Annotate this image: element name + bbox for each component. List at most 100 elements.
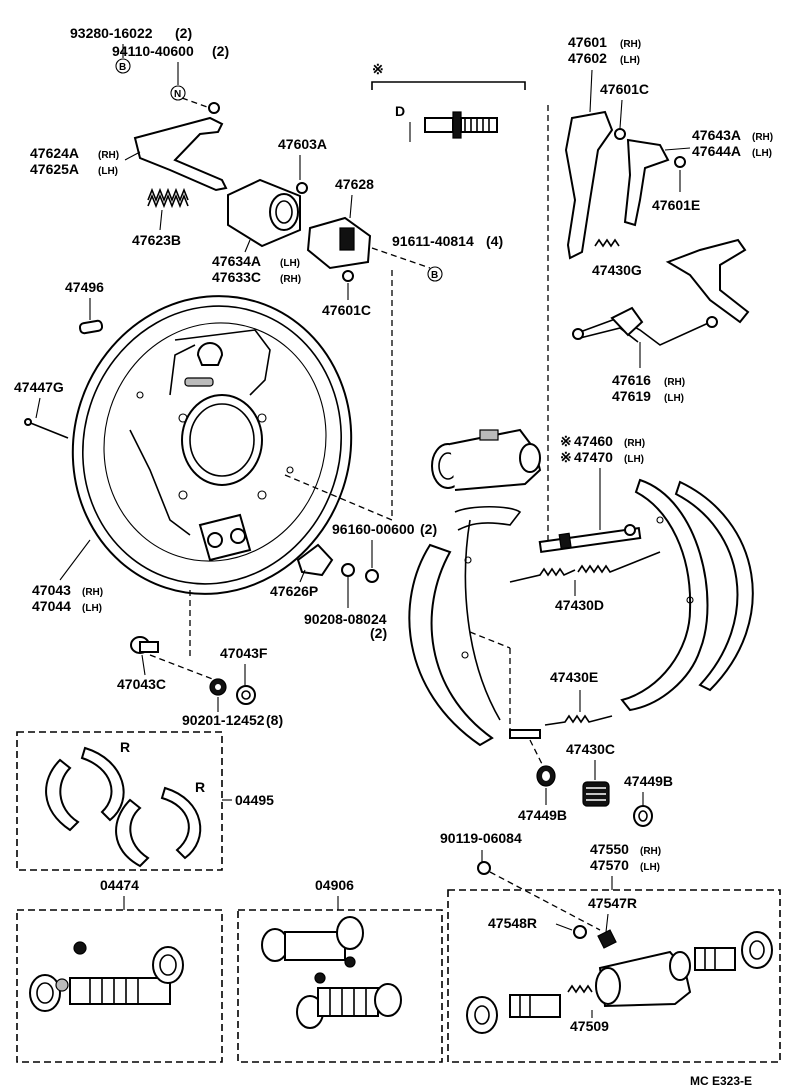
bolt-icon — [477, 861, 491, 875]
shoe-r-mark: R — [120, 739, 130, 755]
part-47509-label: 47509 — [570, 1018, 609, 1034]
part-47043F-label: 47043F — [220, 645, 268, 661]
svg-text:94110-40600: 94110-40600 — [112, 43, 194, 59]
lever-block-icon — [306, 216, 372, 270]
backing-plate-icon — [71, 295, 353, 595]
part-47601-label: 47601 (RH) 47602 (LH) — [568, 34, 641, 66]
part-47447G-label: 47447G — [14, 379, 64, 395]
svg-text:90119-06084: 90119-06084 — [440, 830, 522, 846]
svg-text:(RH): (RH) — [82, 587, 103, 598]
part-47043C-label: 47043C — [117, 676, 166, 692]
part-47643A-label: 47643A (RH) 47644A (LH) — [692, 127, 773, 159]
svg-text:47470: 47470 — [574, 449, 613, 465]
svg-text:(2): (2) — [175, 25, 192, 41]
clip-icon — [674, 156, 686, 168]
svg-text:91611-40814: 91611-40814 — [392, 233, 474, 249]
cylinder-kit-icon — [261, 916, 402, 1029]
part-90208-label: 90208-08024 (2) — [304, 611, 387, 641]
link-bracket-icon — [665, 238, 750, 324]
adjuster-lever-icon — [623, 138, 670, 227]
svg-text:47624A: 47624A — [30, 145, 79, 161]
svg-text:B: B — [119, 62, 126, 73]
part-47601C-mid-label: 47601C — [322, 302, 371, 318]
boot-icon — [582, 781, 610, 807]
svg-text:47643A: 47643A — [692, 127, 741, 143]
ring-b-marker: B — [427, 266, 443, 282]
star-marker: ※ — [372, 61, 384, 77]
ring-b-marker: B — [115, 58, 131, 74]
svg-text:(RH): (RH) — [98, 150, 119, 161]
wheel-cylinder-assy-icon — [466, 931, 773, 1034]
part-93280-label: 93280-16022 (2) — [70, 25, 192, 41]
svg-text:(4): (4) — [486, 233, 503, 249]
part-47601C-label: 47601C — [600, 81, 649, 97]
svg-text:90201-12452: 90201-12452 — [182, 712, 265, 728]
svg-text:(RH): (RH) — [620, 39, 641, 50]
svg-text:B: B — [431, 270, 438, 281]
svg-text:(8): (8) — [266, 712, 283, 728]
spring-icon — [147, 187, 189, 209]
svg-text:47460: 47460 — [574, 433, 613, 449]
part-47547R-label: 47547R — [588, 895, 637, 911]
part-91611-label: 91611-40814 (4) — [392, 233, 503, 249]
ring-n-marker: N — [170, 85, 186, 101]
svg-text:(LH): (LH) — [664, 393, 684, 404]
part-47430D-label: 47430D — [555, 597, 604, 613]
svg-text:(LH): (LH) — [624, 454, 644, 465]
pin-icon — [27, 421, 69, 439]
svg-text:47601: 47601 — [568, 34, 607, 50]
part-47601E-label: 47601E — [652, 197, 700, 213]
svg-text:(LH): (LH) — [640, 862, 660, 873]
svg-text:N: N — [174, 89, 181, 100]
part-47628-label: 47628 — [335, 176, 374, 192]
part-90201-label: 90201-12452 (8) — [182, 712, 283, 728]
part-47634A-label: 47634A (LH) 47633C (RH) — [212, 253, 301, 285]
part-04495-label: 04495 — [235, 792, 274, 808]
part-47430C-label: 47430C — [566, 741, 615, 757]
clip-icon — [342, 270, 354, 282]
washer-icon — [209, 678, 227, 696]
nut-icon — [236, 685, 256, 705]
part-04906-label: 04906 — [315, 877, 354, 893]
svg-text:(RH): (RH) — [624, 438, 645, 449]
brake-shoe-right-icon — [620, 478, 754, 712]
kit-04474-box — [16, 909, 223, 1063]
svg-text:47625A: 47625A — [30, 161, 79, 177]
bolt-icon — [130, 636, 159, 654]
clip-icon — [614, 128, 626, 140]
svg-text:93280-16022: 93280-16022 — [70, 25, 153, 41]
wheel-cylinder-icon — [431, 428, 542, 491]
pin-icon — [296, 182, 308, 194]
part-47548R-label: 47548R — [488, 915, 537, 931]
svg-text:47550: 47550 — [590, 841, 629, 857]
washer-icon — [341, 563, 355, 577]
part-47449B-right-label: 47449B — [624, 773, 673, 789]
part-47043-label: 47043 (RH) 47044 (LH) — [32, 582, 103, 614]
part-47616-label: 47616 (RH) 47619 (LH) — [612, 372, 685, 404]
svg-text:47633C: 47633C — [212, 269, 261, 285]
kit-04495-box — [16, 731, 223, 871]
svg-text:(RH): (RH) — [752, 132, 773, 143]
seal-icon — [633, 805, 653, 827]
part-04474-label: 04474 — [100, 877, 139, 893]
plug-icon — [365, 569, 379, 583]
plate-clip-icon — [296, 543, 334, 577]
bracket-icon — [133, 116, 228, 192]
plug-icon — [78, 319, 104, 335]
svg-text:47616: 47616 — [612, 372, 651, 388]
svg-text:(RH): (RH) — [664, 377, 685, 388]
part-47430E-label: 47430E — [550, 669, 598, 685]
svg-text:※: ※ — [560, 449, 572, 465]
part-90119-label: 90119-06084 — [440, 830, 522, 846]
cylinder-kit-icon — [29, 941, 184, 1012]
parking-lever-icon — [564, 110, 614, 260]
strut-icon — [538, 524, 642, 554]
part-96160-label: 96160-00600 (2) — [332, 521, 437, 537]
svg-text:(LH): (LH) — [98, 166, 118, 177]
part-47496-label: 47496 — [65, 279, 104, 295]
svg-text:※: ※ — [560, 433, 572, 449]
svg-text:(2): (2) — [212, 43, 229, 59]
shoe-r-mark: R — [195, 779, 205, 795]
lower-link-icon — [509, 729, 541, 739]
